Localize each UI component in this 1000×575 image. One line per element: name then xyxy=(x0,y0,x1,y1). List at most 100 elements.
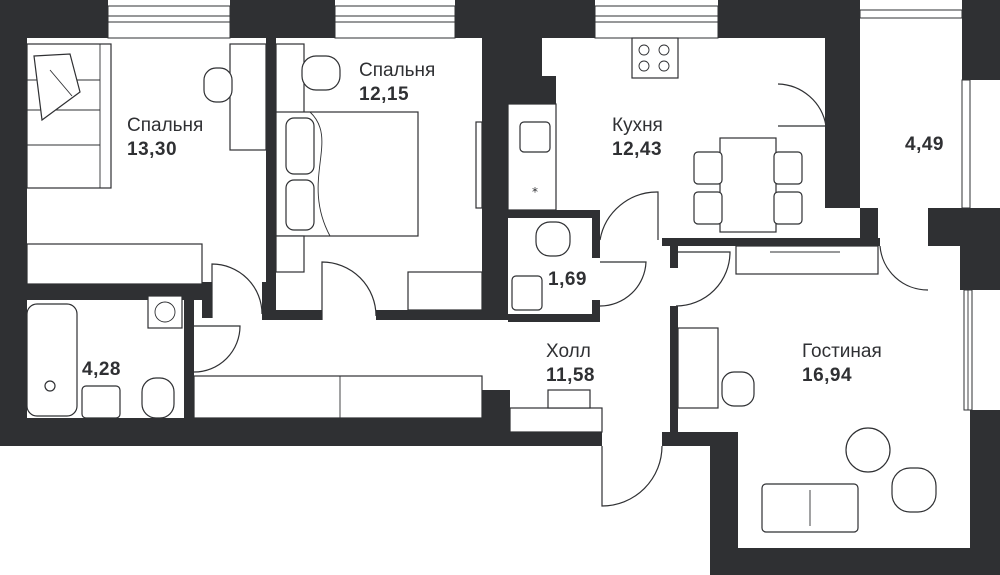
wall-bath-right xyxy=(184,294,194,418)
wall-wc-right xyxy=(592,210,600,258)
room-label-balcony: 4,49 xyxy=(905,133,944,157)
wall-bedrooms-divider xyxy=(266,38,276,320)
chair-k1 xyxy=(693,151,723,185)
wall-balcony-block xyxy=(825,38,860,208)
wall-living-top-stub xyxy=(670,246,678,268)
chair-k4 xyxy=(773,191,803,225)
room-name: Спальня xyxy=(359,60,436,81)
wall-bedroom1-bottom-b xyxy=(202,282,212,318)
wall-bottom-mid xyxy=(192,418,482,446)
wall-living-bottom xyxy=(710,548,1000,575)
door-balcony xyxy=(777,83,827,127)
room-area: 4,49 xyxy=(905,134,944,155)
wall-wc-right-low xyxy=(592,300,600,322)
wall-left xyxy=(0,0,27,446)
kitchen-furniture: * xyxy=(507,37,803,233)
room-area: 12,43 xyxy=(612,138,663,160)
wardrobe-hall xyxy=(193,375,483,419)
room-name: Кухня xyxy=(612,115,663,136)
bedroom2-furniture xyxy=(275,43,483,311)
room-area: 16,94 xyxy=(802,364,853,386)
wall-kitchen-left-vert xyxy=(482,38,508,320)
wall-kitchen-bottom xyxy=(662,238,880,246)
room-area: 11,58 xyxy=(546,364,595,386)
bedroom1-furniture xyxy=(26,43,267,285)
bathtub xyxy=(26,303,78,417)
wall-bottom-left xyxy=(0,418,192,446)
room-label-kitchen: Кухня 12,43 xyxy=(612,114,663,162)
window-balcony-right xyxy=(961,79,971,209)
wall-living-right-low xyxy=(970,410,1000,575)
dining-table xyxy=(719,137,777,233)
wall-top-1 xyxy=(0,0,108,38)
room-label-bathroom: 4,28 xyxy=(82,358,121,382)
wardrobe-bedroom1 xyxy=(26,243,203,285)
room-name: Гостиная xyxy=(802,341,882,362)
wall-bottom-door-left xyxy=(510,432,602,446)
window-balcony-top xyxy=(859,9,963,19)
nightstand-top xyxy=(275,43,305,115)
armchair xyxy=(891,467,937,513)
wall-top-4 xyxy=(718,0,860,38)
room-label-bedroom1: Спальня 13,30 xyxy=(127,114,203,162)
toilet-bath xyxy=(141,377,175,419)
room-area: 12,15 xyxy=(359,83,410,105)
desk xyxy=(229,43,267,151)
wall-top-2 xyxy=(230,0,335,38)
chair-bedroom2 xyxy=(301,55,341,91)
room-label-wc: 1,69 xyxy=(548,268,587,292)
wall-wc-bottom xyxy=(508,314,598,322)
room-label-hall: Холл 11,58 xyxy=(546,340,595,388)
drain xyxy=(44,380,56,392)
svg-text:*: * xyxy=(532,185,538,199)
tv-unit xyxy=(735,245,879,275)
door-bathroom xyxy=(193,325,241,373)
door-bedroom2 xyxy=(321,261,377,320)
wall-kitchen-inner xyxy=(508,76,556,104)
sink-bath xyxy=(81,385,121,419)
sink-wc xyxy=(511,275,543,311)
door-bedroom1 xyxy=(211,263,263,318)
wall-balcony-lower xyxy=(860,208,878,238)
wall-balcony-step xyxy=(928,208,1000,246)
room-label-bedroom2: Спальня 12,15 xyxy=(359,59,435,107)
wc-furniture xyxy=(511,221,571,311)
pillow-1 xyxy=(285,117,315,175)
chair-k2 xyxy=(693,191,723,225)
door-entrance xyxy=(601,445,663,507)
nightstand-bottom xyxy=(275,235,305,273)
room-name: Холл xyxy=(546,341,591,362)
doors xyxy=(193,83,929,507)
kitchen-sink xyxy=(519,121,551,153)
chair-living xyxy=(721,371,755,407)
room-area: 4,28 xyxy=(82,359,121,380)
windows xyxy=(107,5,973,411)
door-living-balcony xyxy=(879,245,929,291)
door-wc xyxy=(599,261,647,307)
hall-bench xyxy=(547,389,591,409)
room-label-living: Гостиная 16,94 xyxy=(802,340,882,388)
desk-chair xyxy=(203,67,233,103)
room-area: 13,30 xyxy=(127,138,178,160)
pillow xyxy=(33,53,81,122)
wall-living-right-top xyxy=(960,240,1000,290)
bathroom-furniture xyxy=(26,295,183,419)
desk-living xyxy=(677,327,719,409)
chair-k3 xyxy=(773,151,803,185)
hall-furniture xyxy=(193,375,603,433)
pillow-2 xyxy=(285,179,315,231)
room-name: Спальня xyxy=(127,115,204,136)
living-furniture xyxy=(677,245,937,533)
wall-top-3 xyxy=(455,0,595,38)
door-kitchen xyxy=(599,191,659,241)
washing-machine xyxy=(147,295,183,329)
wall-balcony-rightcap xyxy=(962,0,1000,80)
wall-bottom-hall xyxy=(482,390,510,446)
stove xyxy=(631,37,679,79)
wardrobe-bedroom2 xyxy=(407,271,483,311)
wall-bedroom2-bottom-b xyxy=(376,310,508,320)
wall-living-left-inner xyxy=(670,306,678,432)
coffee-table xyxy=(845,427,891,473)
